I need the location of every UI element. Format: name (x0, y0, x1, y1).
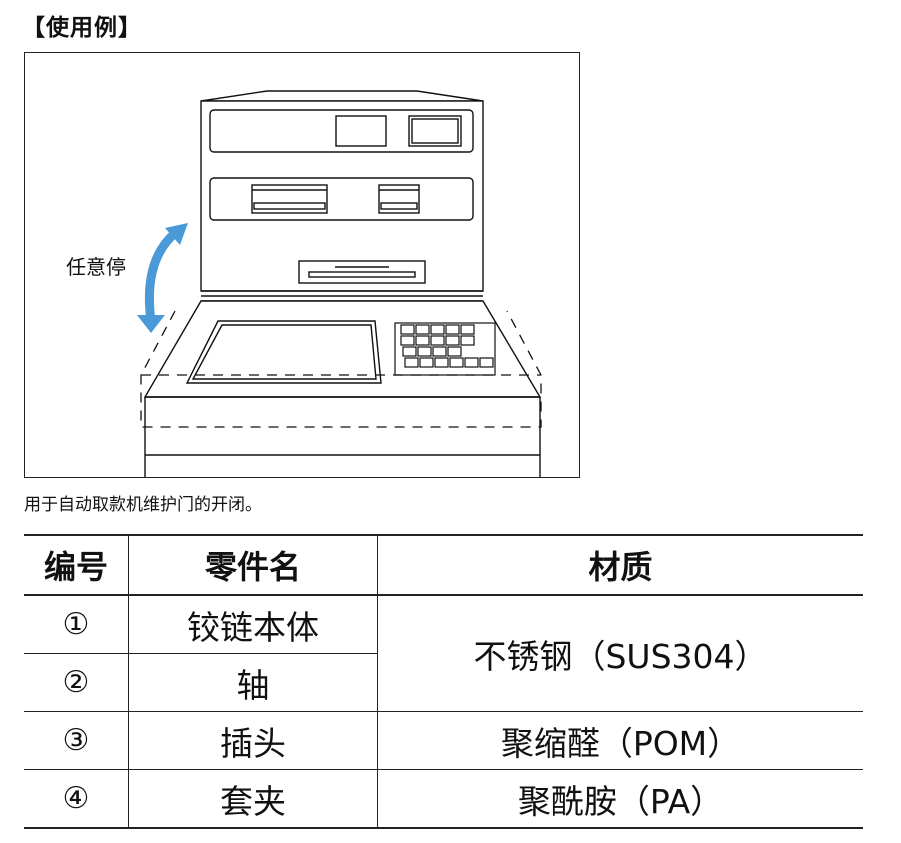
atm-drawing (137, 90, 542, 477)
row-number: ③ (24, 711, 129, 770)
rotation-arrow-icon (137, 223, 188, 333)
row-part-name: 轴 (128, 653, 378, 712)
table-row: ④ 套夹 聚酰胺（PA） (24, 769, 863, 829)
row-number: ① (24, 595, 129, 654)
row-material: 聚缩醛（POM） (377, 711, 863, 770)
row-part-name: 插头 (128, 711, 378, 770)
atm-illustration: 任意停 (24, 52, 580, 478)
row-number: ② (24, 653, 129, 712)
table-header-row: 编号 零件名 材质 (24, 534, 863, 596)
row-material: 聚酰胺（PA） (377, 769, 863, 829)
section-heading: 【使用例】 (22, 15, 142, 41)
row-part-name: 铰链本体 (128, 595, 378, 654)
header-part-name: 零件名 (128, 534, 378, 596)
row-number: ④ (24, 769, 129, 829)
table-row: ② 轴 (24, 653, 863, 712)
rotation-label: 任意停 (66, 255, 126, 279)
header-material: 材质 (377, 534, 863, 596)
table-row: ① 铰链本体 不锈钢（SUS304） (24, 595, 863, 712)
table-row: ③ 插头 聚缩醛（POM） (24, 711, 863, 770)
row-part-name: 套夹 (128, 769, 378, 829)
parts-table: 编号 零件名 材质 ① 铰链本体 不锈钢（SUS304） ② 轴 ③ 插头 聚缩… (24, 534, 863, 829)
usage-caption: 用于自动取款机维护门的开闭。 (24, 495, 262, 515)
row-material: 不锈钢（SUS304） (377, 595, 863, 712)
header-number: 编号 (24, 534, 129, 596)
